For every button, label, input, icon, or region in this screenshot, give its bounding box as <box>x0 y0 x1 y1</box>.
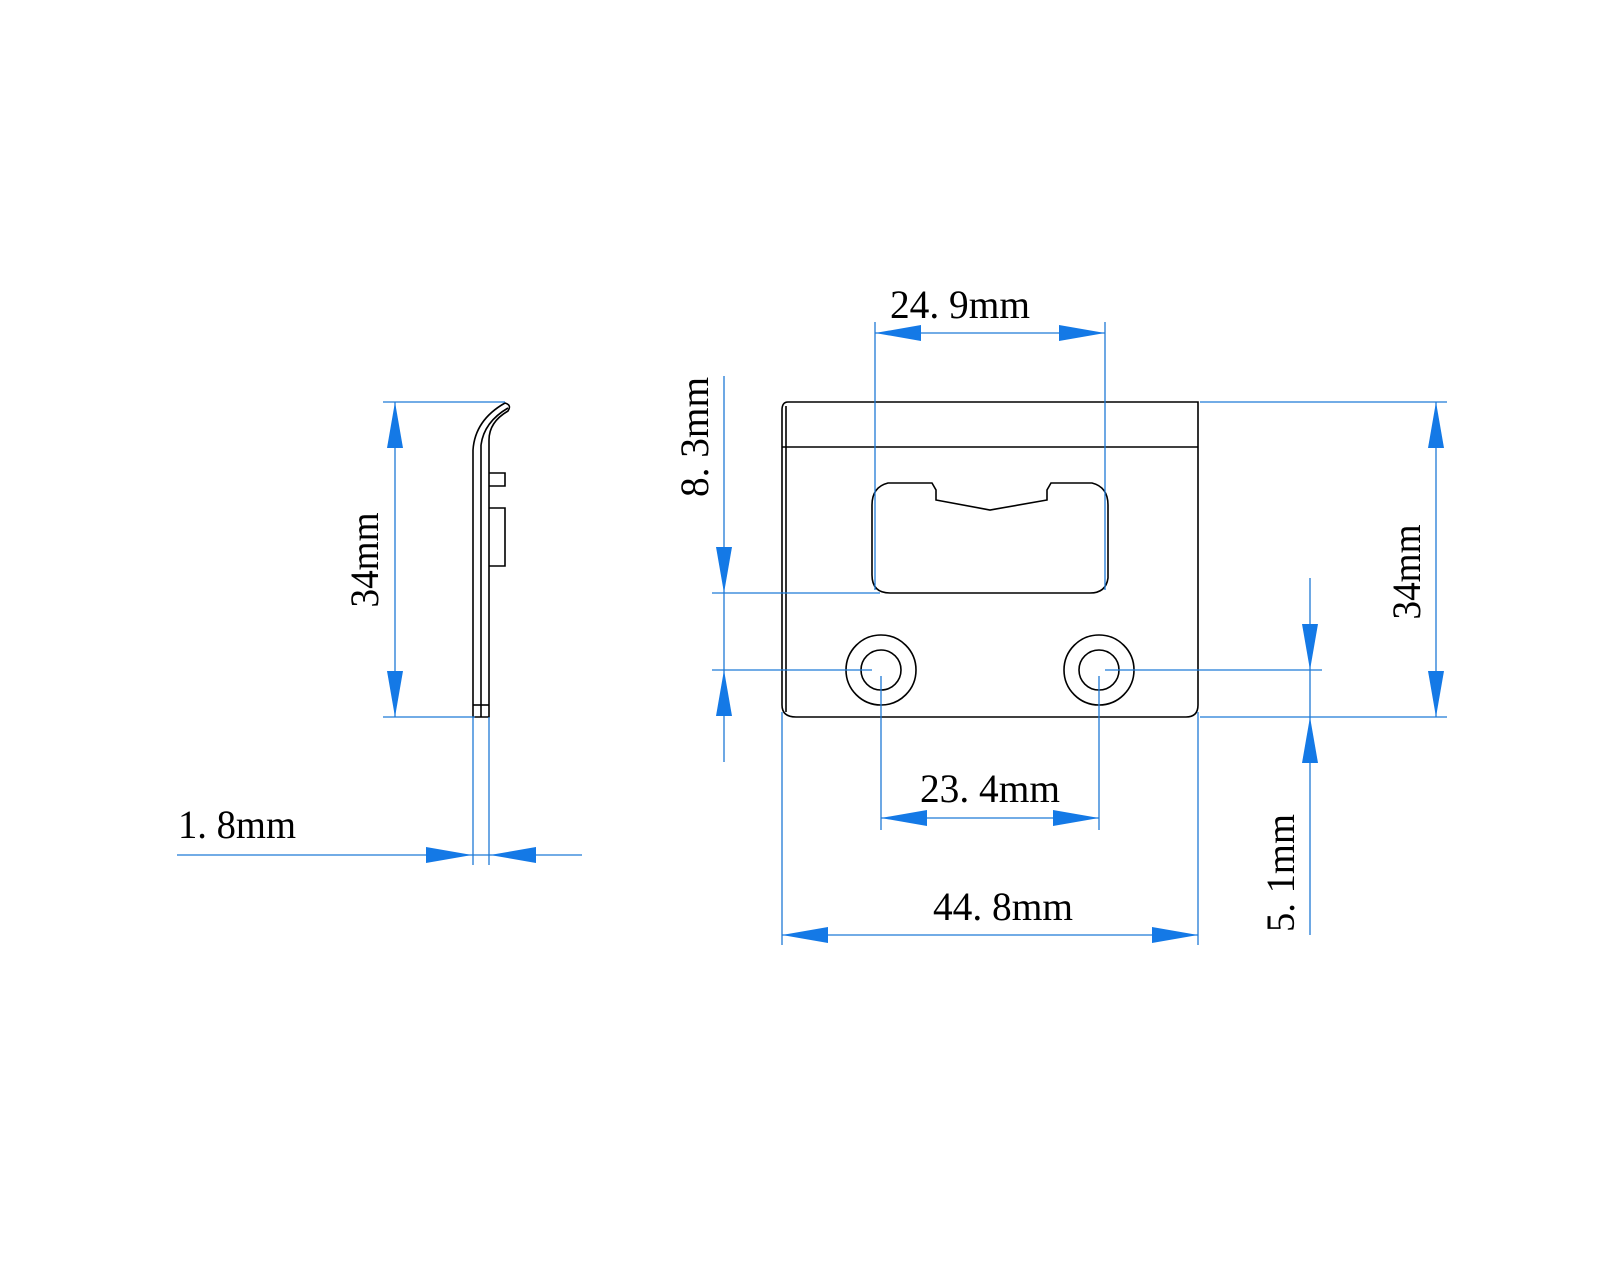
arrowhead <box>716 670 732 716</box>
arrowhead <box>1152 927 1198 943</box>
arrowhead <box>387 671 403 717</box>
dim-thickness: 1. 8mm <box>178 802 296 847</box>
dimension-arrows <box>387 325 1444 943</box>
arrowhead <box>1053 810 1099 826</box>
dim-width: 44. 8mm <box>933 884 1073 929</box>
dim-height-side: 34mm <box>342 513 387 608</box>
dimension-lines <box>177 322 1447 945</box>
arrowhead <box>782 927 828 943</box>
dim-hole-offset: 5. 1mm <box>1258 814 1303 932</box>
arrowhead <box>426 847 472 863</box>
arrowhead <box>881 810 927 826</box>
dim-slot-to-hole: 8. 3mm <box>672 377 717 497</box>
arrowhead <box>1428 671 1444 717</box>
arrowhead <box>387 402 403 448</box>
side-view <box>472 402 511 718</box>
dim-slot-width: 24. 9mm <box>890 282 1030 327</box>
arrowhead <box>716 547 732 593</box>
arrowhead <box>1428 402 1444 448</box>
dim-hole-spacing: 23. 4mm <box>920 766 1060 811</box>
arrowhead <box>490 847 536 863</box>
arrowhead <box>1302 624 1318 670</box>
arrowhead <box>1059 325 1105 341</box>
arrowhead <box>875 325 921 341</box>
arrowhead <box>1302 717 1318 763</box>
dim-height-front: 34mm <box>1384 525 1429 620</box>
